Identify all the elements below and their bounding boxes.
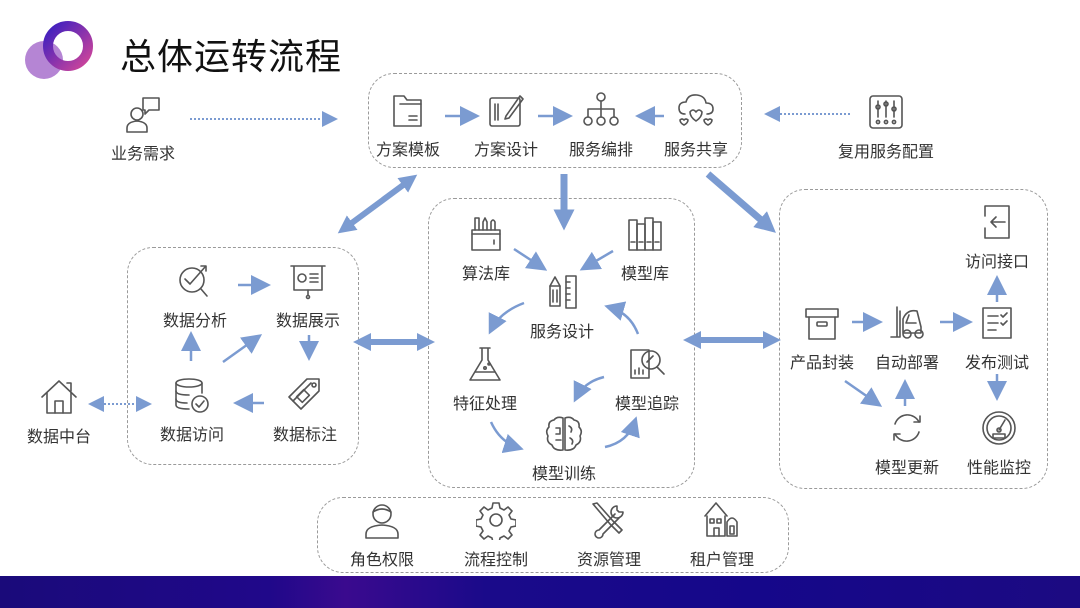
logo-icon bbox=[25, 21, 93, 79]
design-tablet-icon bbox=[489, 95, 524, 127]
node-label: 数据分析 bbox=[162, 311, 227, 330]
node-performance-monitor[interactable]: 性能监控 bbox=[944, 408, 1054, 478]
node-label: 模型训练 bbox=[531, 464, 596, 483]
node-label: 数据展示 bbox=[275, 311, 340, 330]
node-plan-template[interactable]: 方案模板 bbox=[353, 90, 463, 160]
node-label: 数据标注 bbox=[272, 425, 337, 444]
node-label: 服务共享 bbox=[663, 140, 728, 159]
big-arrow-top-deploy bbox=[705, 171, 776, 233]
node-label: 模型更新 bbox=[874, 458, 939, 477]
node-label: 服务设计 bbox=[529, 322, 594, 341]
node-auto-deploy[interactable]: 自动部署 bbox=[852, 303, 962, 373]
refresh-icon bbox=[893, 414, 921, 442]
node-label: 业务需求 bbox=[110, 144, 175, 163]
database-check-icon bbox=[175, 378, 209, 413]
brain-icon bbox=[545, 416, 583, 451]
box-icon bbox=[805, 308, 839, 340]
node-label: 复用服务配置 bbox=[837, 142, 934, 161]
node-service-orchestration[interactable]: 服务编排 bbox=[546, 90, 656, 160]
node-plan-design[interactable]: 方案设计 bbox=[451, 90, 561, 160]
books-icon bbox=[628, 217, 662, 251]
node-reuse-config[interactable]: 复用服务配置 bbox=[831, 92, 941, 162]
node-model-library[interactable]: 模型库 bbox=[590, 214, 700, 284]
node-product-packaging[interactable]: 产品封装 bbox=[767, 303, 877, 373]
node-label: 特征处理 bbox=[452, 394, 517, 413]
node-data-display[interactable]: 数据展示 bbox=[253, 261, 363, 331]
node-label: 访问接口 bbox=[964, 252, 1029, 271]
user-chat-icon bbox=[126, 97, 160, 133]
wrench-screwdriver-icon bbox=[592, 502, 624, 539]
node-business-demand[interactable]: 业务需求 bbox=[88, 94, 198, 164]
node-algorithm-library[interactable]: 算法库 bbox=[431, 214, 541, 284]
node-label: 数据中台 bbox=[26, 427, 91, 446]
checklist-icon bbox=[982, 307, 1012, 339]
node-label: 性能监控 bbox=[966, 458, 1031, 477]
node-label: 发布测试 bbox=[964, 353, 1029, 372]
node-label: 自动部署 bbox=[874, 353, 939, 372]
node-feature-processing[interactable]: 特征处理 bbox=[430, 344, 540, 414]
node-label: 方案模板 bbox=[375, 140, 440, 159]
node-label: 算法库 bbox=[461, 264, 510, 283]
node-process-control[interactable]: 流程控制 bbox=[441, 500, 551, 570]
node-label: 模型库 bbox=[620, 264, 669, 283]
bottom-group-box bbox=[317, 497, 789, 573]
tag-icon bbox=[288, 378, 320, 410]
cloud-hearts-icon bbox=[678, 94, 714, 126]
node-model-tracking[interactable]: 模型追踪 bbox=[592, 344, 702, 414]
magnifier-report-icon bbox=[630, 349, 665, 379]
node-label: 数据访问 bbox=[159, 425, 224, 444]
hierarchy-icon bbox=[583, 92, 619, 126]
node-label: 租户管理 bbox=[689, 550, 754, 569]
user-icon bbox=[365, 504, 399, 539]
node-service-design[interactable]: 服务设计 bbox=[507, 272, 617, 342]
node-label: 模型追踪 bbox=[614, 394, 679, 413]
node-service-sharing[interactable]: 服务共享 bbox=[641, 90, 751, 160]
node-data-platform[interactable]: 数据中台 bbox=[4, 377, 114, 447]
node-label: 产品封装 bbox=[789, 353, 854, 372]
gauge-icon bbox=[982, 411, 1016, 445]
login-icon bbox=[984, 205, 1010, 239]
node-release-test[interactable]: 发布测试 bbox=[942, 303, 1052, 373]
folder-icon bbox=[393, 95, 422, 127]
node-label: 角色权限 bbox=[349, 550, 414, 569]
forklift-icon bbox=[890, 306, 924, 339]
pencil-ruler-icon bbox=[549, 275, 577, 309]
buildings-icon bbox=[704, 502, 738, 537]
sliders-icon bbox=[869, 95, 903, 129]
page-title: 总体运转流程 bbox=[120, 37, 343, 78]
top-group-box bbox=[368, 73, 742, 168]
footer-bar bbox=[0, 576, 1080, 608]
node-role-permission[interactable]: 角色权限 bbox=[327, 500, 437, 570]
tools-cup-icon bbox=[471, 217, 501, 251]
node-label: 流程控制 bbox=[463, 550, 528, 569]
flask-icon bbox=[469, 347, 501, 381]
node-model-update[interactable]: 模型更新 bbox=[852, 408, 962, 478]
node-label: 资源管理 bbox=[576, 550, 641, 569]
node-data-labeling[interactable]: 数据标注 bbox=[250, 375, 360, 445]
gear-icon bbox=[476, 502, 516, 540]
analysis-icon bbox=[179, 265, 208, 297]
node-data-access[interactable]: 数据访问 bbox=[137, 375, 247, 445]
house-icon bbox=[41, 380, 77, 414]
node-label: 服务编排 bbox=[568, 140, 633, 159]
node-data-analysis[interactable]: 数据分析 bbox=[140, 261, 250, 331]
data-group-box bbox=[127, 247, 359, 465]
node-resource-management[interactable]: 资源管理 bbox=[554, 500, 664, 570]
node-access-interface[interactable]: 访问接口 bbox=[942, 202, 1052, 272]
big-arrow-top-data bbox=[337, 174, 418, 234]
node-label: 方案设计 bbox=[473, 140, 538, 159]
presentation-icon bbox=[290, 265, 326, 300]
node-tenant-management[interactable]: 租户管理 bbox=[667, 500, 777, 570]
node-model-training[interactable]: 模型训练 bbox=[509, 414, 619, 484]
